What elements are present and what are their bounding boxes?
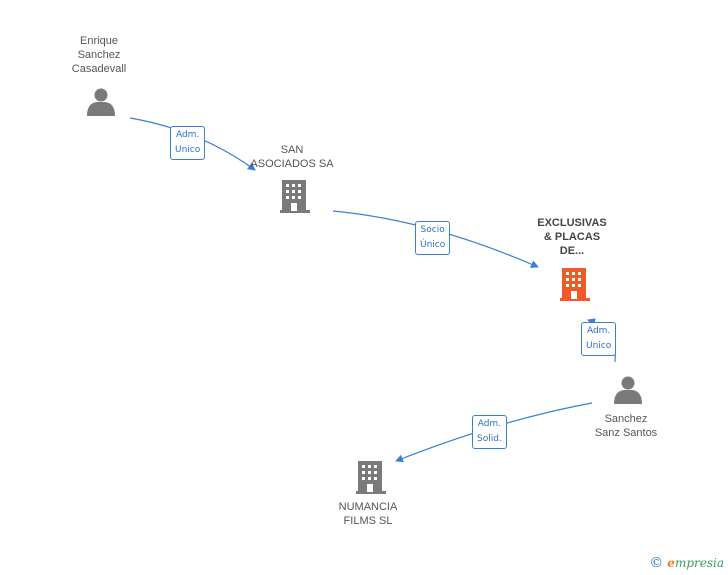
node-label-enrique[interactable]: Enrique Sanchez Casadevall [49, 34, 149, 76]
relation-line: Adm. [586, 326, 611, 336]
node-label-sanchez[interactable]: Sanchez Sanz Santos [576, 412, 676, 440]
brand-name: mpresia [674, 556, 724, 570]
node-label-line: Sanz Santos [594, 427, 658, 439]
brand-initial: e [667, 556, 675, 570]
person-icon[interactable] [87, 88, 115, 117]
relation-badge-adm-unico[interactable]: Adm. Unico [170, 126, 206, 160]
relation-line: Adm. [477, 419, 502, 429]
node-label-line: ASOCIADOS SA [250, 158, 334, 170]
node-label-line: & PLACAS [543, 231, 601, 243]
relation-badge-adm-solid[interactable]: Adm. Solid. [472, 415, 507, 449]
node-label-line: DE... [559, 245, 585, 257]
node-label-line: Casadevall [71, 63, 127, 75]
building-icon[interactable] [280, 180, 310, 213]
node-label-line: NUMANCIA [338, 501, 398, 513]
building-icon[interactable] [356, 461, 386, 494]
node-label-san[interactable]: SAN ASOCIADOS SA [242, 143, 342, 171]
node-label-numancia[interactable]: NUMANCIA FILMS SL [318, 500, 418, 528]
node-label-line: SAN [280, 144, 304, 156]
copyright-icon: © [649, 555, 664, 571]
relation-line: Socio [420, 225, 445, 235]
node-label-line: Sanchez [604, 413, 648, 425]
node-label-line: EXCLUSIVAS [537, 217, 607, 229]
person-icon[interactable] [614, 376, 642, 405]
relation-line: Adm. [175, 130, 200, 140]
relation-line: Solid. [477, 434, 502, 444]
relation-line: Unico [586, 341, 612, 351]
relation-line: Único [420, 240, 446, 250]
building-icon-focus[interactable] [560, 268, 590, 301]
node-label-line: Enrique [80, 35, 118, 47]
relation-badge-socio-unico[interactable]: Socio Único [415, 221, 451, 255]
node-label-line: FILMS SL [343, 515, 393, 527]
relation-line: Unico [175, 145, 201, 155]
empresia-logo: ©empresia [649, 555, 724, 571]
relation-badge-adm-unico[interactable]: Adm. Unico [581, 322, 617, 356]
node-label-exclusivas[interactable]: EXCLUSIVAS & PLACAS DE... [522, 216, 622, 258]
node-label-line: Sanchez [77, 49, 121, 61]
